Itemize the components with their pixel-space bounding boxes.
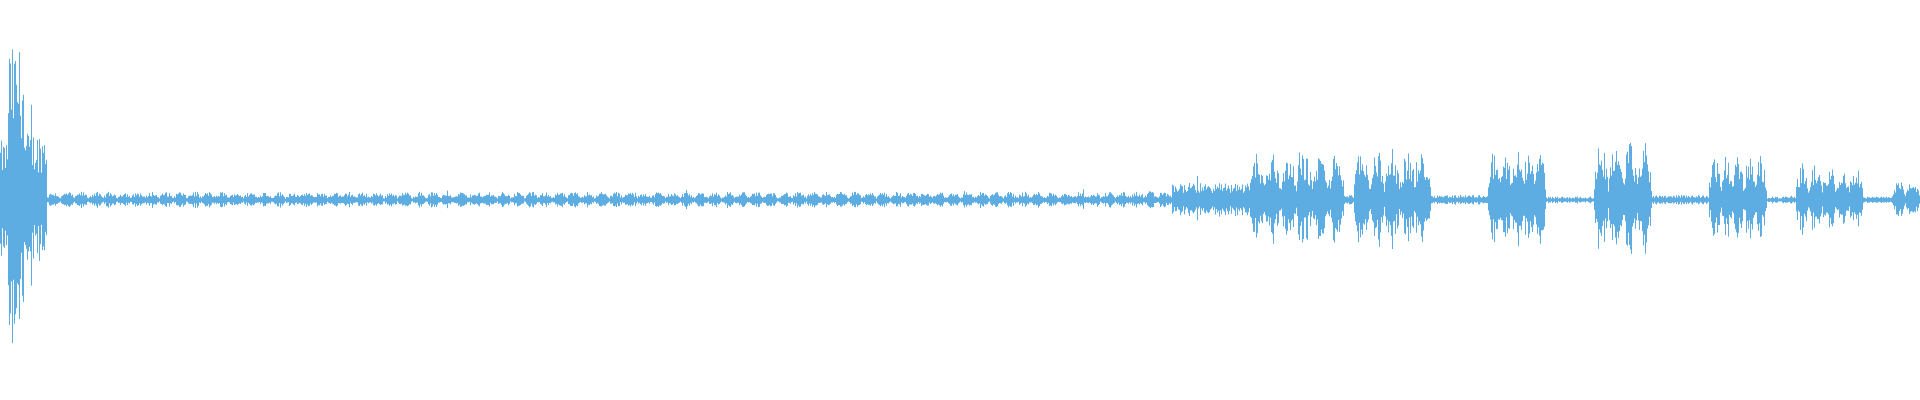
waveform-trace bbox=[0, 49, 1920, 344]
